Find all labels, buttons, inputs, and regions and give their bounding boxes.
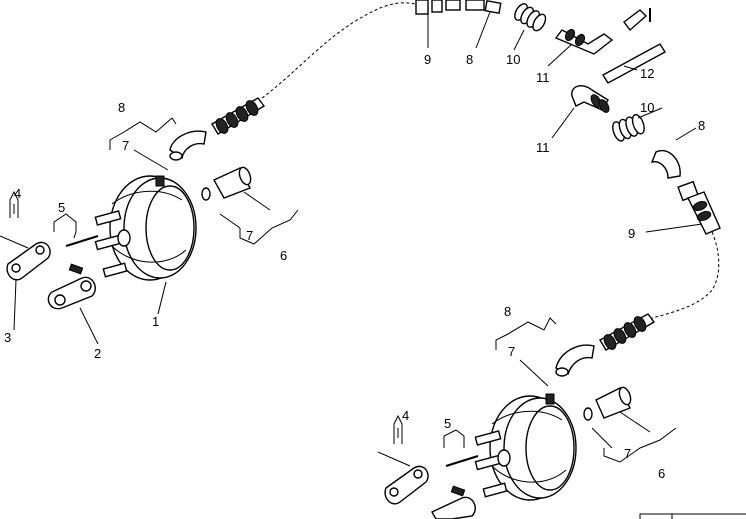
lower-brake-chamber [445,386,632,501]
callout-5-upper: 5 [58,200,65,215]
callout-7-upper-top: 7 [122,138,129,153]
right-hose-fittings [571,85,721,235]
upper-left-hose-fitting [169,97,266,161]
callout-5-lower: 5 [444,416,451,431]
callout-9-top: 9 [424,52,431,67]
callout-8-upper-left: 8 [118,100,125,115]
callout-8-lower: 8 [504,304,511,319]
callout-7-lower-bottom: 7 [624,446,631,461]
top-fitting-group [415,0,666,84]
air-hose-upper [261,2,416,99]
callout-4-lower: 4 [402,408,409,423]
callout-10-right: 10 [640,100,654,115]
callout-3: 3 [4,330,11,345]
callout-2: 2 [94,346,101,361]
callout-6-upper: 6 [280,248,287,263]
callout-10-top: 10 [506,52,520,67]
callout-9-right: 9 [628,226,635,241]
callout-labels: 1 2 3 4 4 5 5 6 6 7 7 7 7 8 8 8 8 9 9 10… [4,52,705,481]
upper-clevis-parts [0,235,96,310]
callout-11-right: 11 [536,140,550,155]
title-box-corner [639,513,746,519]
callout-1: 1 [152,314,159,329]
lower-clevis-parts [377,451,476,519]
upper-brake-chamber [65,166,252,281]
callout-12: 12 [640,66,654,81]
callout-7-upper-bottom: 7 [246,228,253,243]
callout-11-top: 11 [536,70,550,85]
callout-8-top: 8 [466,52,473,67]
callout-7-lower-top: 7 [508,344,515,359]
callout-4-upper: 4 [14,186,21,201]
lower-hose-fitting [555,313,656,377]
leader-lines [9,11,703,463]
callout-6-lower: 6 [658,466,665,481]
callout-8-right: 8 [698,118,705,133]
air-hose-right [651,231,720,319]
